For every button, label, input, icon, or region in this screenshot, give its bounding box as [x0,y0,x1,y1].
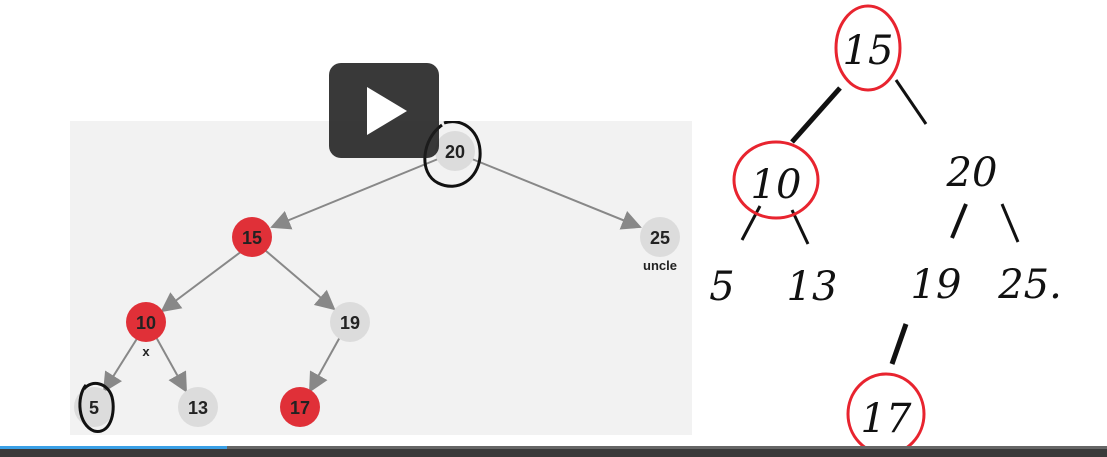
edge-19-17 [309,336,341,393]
handwritten-tree: 15 10 20 5 13 19 25. 17 [709,4,1062,446]
hw-node-5: 5 [709,264,734,310]
hw-red-circle-10 [732,140,820,220]
edge-10-13 [155,336,187,393]
hw-edge-20-25 [1000,203,1020,243]
tree-diagram-panel: 20 15 25 uncle 10 x 19 5 13 17 [70,121,692,435]
node-13 [178,387,218,427]
progress-bar[interactable] [0,446,1107,449]
node-17-label: 17 [290,398,310,418]
edge-15-10 [160,250,243,313]
node-5 [74,387,114,427]
tree-diagram: 20 15 25 uncle 10 x 19 5 13 17 [74,121,680,433]
hw-root-15: 15 [843,28,894,74]
node-13-label: 13 [188,398,208,418]
edge-15-19 [265,250,336,311]
hw-edge-20-19 [950,203,968,239]
hw-edge-10-5 [740,205,762,241]
hw-edge-15-10 [790,86,842,144]
node-20-label: 20 [445,142,465,162]
edge-20-25 [471,158,642,230]
video-control-bar [0,446,1107,457]
hw-node-19: 19 [911,262,962,308]
hw-node-13: 13 [787,264,838,310]
play-icon [367,87,407,135]
hw-red-circle-17 [846,372,926,446]
uncle-label: uncle [643,258,677,273]
node-17 [280,387,320,427]
node-19 [330,302,370,342]
node-20 [435,131,475,171]
node-25 [640,217,680,257]
hw-node-10: 10 [751,162,802,208]
node-15 [232,217,272,257]
node-5-label: 5 [89,398,99,418]
progress-fill [0,446,227,449]
node-25-label: 25 [650,228,670,248]
hw-node-17: 17 [861,396,912,442]
play-button[interactable] [329,63,439,158]
node-10-label: 10 [136,313,156,333]
hw-edge-15-20 [894,79,928,125]
node-10 [126,302,166,342]
hw-edge-19-17 [889,323,909,365]
hw-red-circle-15 [834,4,902,92]
hw-node-25: 25. [997,262,1062,308]
edge-20-15 [270,158,439,230]
edge-10-5 [102,336,139,393]
pen-circle-5 [78,381,115,433]
node-19-label: 19 [340,313,360,333]
hw-node-20: 20 [946,150,998,196]
x-label: x [142,344,150,359]
node-15-label: 15 [242,228,262,248]
